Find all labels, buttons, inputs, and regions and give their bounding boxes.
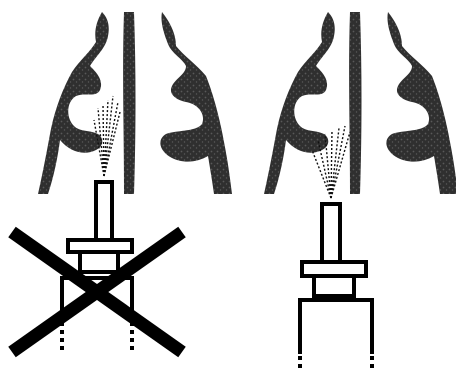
- nasal-cavity-cross-section-right: [264, 12, 456, 194]
- nasal-spray-bottle-right: [300, 204, 372, 372]
- nasal-cavity-cross-section-left: [38, 12, 232, 194]
- correct-technique-panel: [264, 12, 456, 372]
- incorrect-technique-panel: [12, 12, 232, 352]
